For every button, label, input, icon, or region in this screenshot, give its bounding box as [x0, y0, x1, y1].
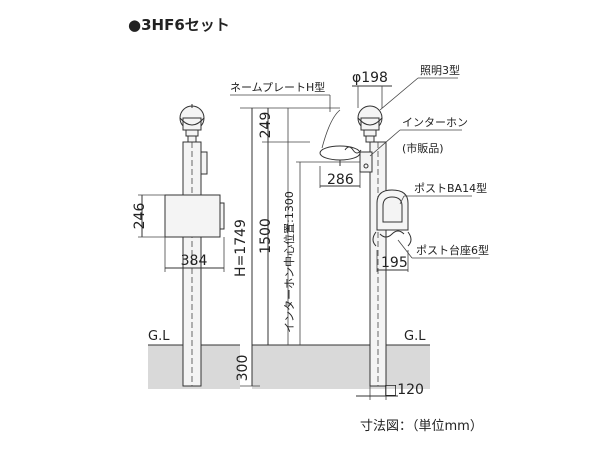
- label-light: 照明3型: [420, 63, 460, 77]
- side-post-box: [164, 194, 221, 238]
- dim-120: □120: [384, 382, 424, 398]
- dim-height: H=1749: [233, 219, 249, 277]
- dim-300: 300: [235, 355, 251, 382]
- label-nameplate: ネームプレートH型: [230, 80, 325, 94]
- label-intercom: インターホン: [402, 116, 468, 129]
- dim-384: 384: [181, 253, 208, 269]
- front-post-box: [372, 189, 412, 247]
- dim-249: 249: [258, 112, 274, 139]
- side-intercom: [200, 151, 208, 175]
- front-intercom: [359, 151, 373, 173]
- side-view: 246 384: [132, 104, 225, 387]
- dim-phi198: φ198: [352, 70, 388, 86]
- ground-right: [252, 345, 430, 389]
- label-post-stand: ポスト台座6型: [416, 243, 489, 257]
- front-lamp: [357, 105, 383, 143]
- dim-195: 195: [381, 255, 408, 271]
- dim-286: 286: [327, 172, 354, 188]
- label-post-box: ポストBA14型: [414, 181, 487, 195]
- gl-label-left: G.L: [148, 329, 170, 344]
- label-intercom-sub: (市販品): [402, 141, 444, 155]
- side-lamp: [179, 104, 205, 143]
- dim-1500: 1500: [258, 218, 274, 254]
- footer-note: 寸法図：（単位mm）: [360, 418, 483, 434]
- front-view: H=1749 249 1500 インターホン中心位置:1300 300 φ198…: [230, 63, 489, 400]
- gl-label-right: G.L: [404, 329, 426, 344]
- nameplate: [319, 109, 362, 166]
- dim-246: 246: [132, 203, 148, 230]
- title: ●3HF6セット: [128, 16, 230, 34]
- intercom-center-label: インターホン中心位置:1300: [282, 191, 296, 333]
